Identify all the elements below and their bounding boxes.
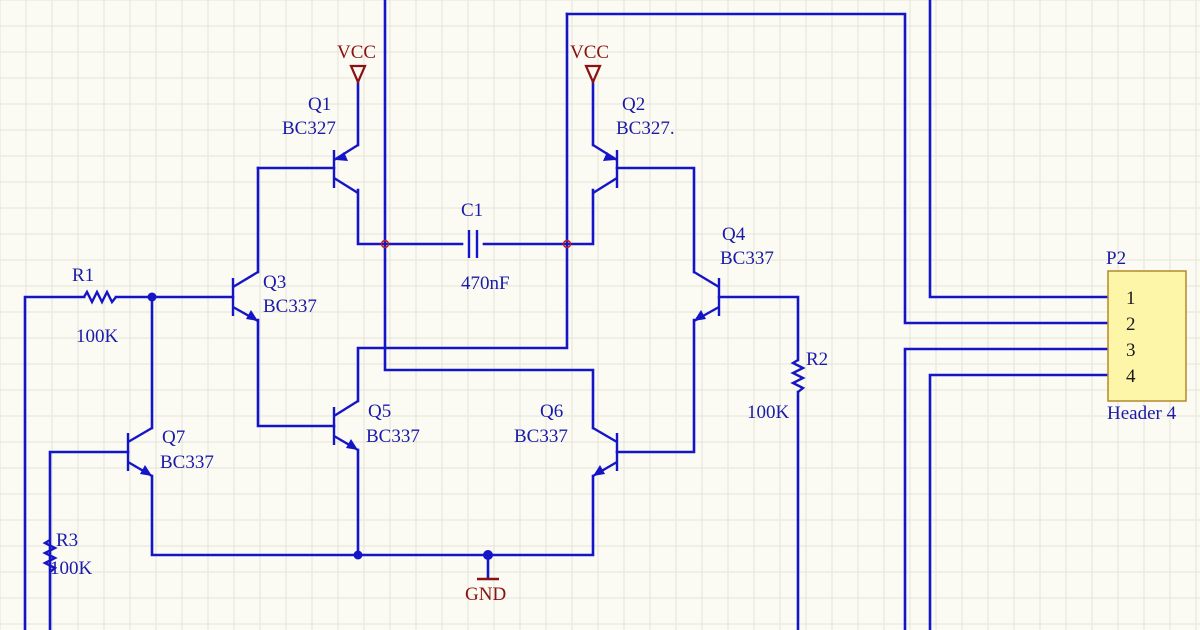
resistor-r3[interactable]: R3 100K: [42, 530, 93, 579]
transistor-q2[interactable]: Q2 BC327.: [592, 94, 675, 195]
p2-pin-3: 3: [1126, 340, 1136, 361]
resistor-r2[interactable]: R2 100K: [747, 349, 828, 423]
transistor-q5[interactable]: Q5 BC337: [332, 399, 420, 452]
wire-net-f: [356, 12, 569, 403]
junction-crossing: [562, 239, 572, 249]
wire-gnd-bus: [150, 474, 595, 557]
junction-crossing: [380, 239, 390, 249]
resistor-r1[interactable]: R1 100K: [72, 265, 119, 347]
q2-value: BC327.: [616, 118, 675, 139]
q1-value: BC327: [282, 118, 336, 139]
p2-ref: P2: [1106, 248, 1126, 269]
wire-net-d: [903, 347, 1110, 630]
wire-q3-emit: [256, 318, 336, 428]
junction-dot: [147, 292, 157, 302]
q2-ref: Q2: [622, 94, 645, 115]
wire-net-e: [928, 373, 1110, 630]
r3-ref: R3: [56, 530, 78, 551]
header-p2[interactable]: P2 1 2 3 4 Header 4: [1106, 248, 1187, 424]
r3-value: 100K: [50, 558, 93, 579]
q3-ref: Q3: [263, 272, 286, 293]
q3-value: BC337: [263, 296, 317, 317]
gnd-label: GND: [465, 584, 506, 605]
wire-q4-base-r2: [717, 295, 800, 362]
wire-net-c: [928, 0, 1110, 299]
transistor-q1[interactable]: Q1 BC327: [282, 94, 359, 195]
transistor-q6[interactable]: Q6 BC337: [514, 401, 619, 478]
p2-pin-1: 1: [1126, 288, 1136, 309]
vcc-label: VCC: [337, 42, 376, 63]
r2-value: 100K: [747, 402, 790, 423]
q4-value: BC337: [720, 248, 774, 269]
p2-pin-4: 4: [1126, 366, 1136, 387]
wire-net-b: [565, 12, 1110, 325]
q4-ref: Q4: [722, 224, 746, 245]
transistor-q3[interactable]: Q3 BC337: [231, 270, 317, 323]
junction-dot: [483, 550, 493, 560]
wire-c1-right: [482, 188, 595, 246]
r1-value: 100K: [76, 326, 119, 347]
wire-q2-base: [615, 166, 696, 274]
wire-q1-c: [356, 188, 464, 246]
vcc-port-2[interactable]: VCC: [570, 42, 609, 85]
wires: [23, 0, 1110, 630]
q6-ref: Q6: [540, 401, 563, 422]
q1-ref: Q1: [308, 94, 331, 115]
capacitor-c1[interactable]: C1 470nF: [461, 200, 510, 294]
r1-ref: R1: [72, 265, 94, 286]
vcc-port-1[interactable]: VCC: [337, 42, 376, 85]
junctions: [147, 239, 572, 560]
vcc-label: VCC: [570, 42, 609, 63]
c1-value: 470nF: [461, 273, 510, 294]
wire-net-a: [383, 0, 595, 430]
q5-ref: Q5: [368, 401, 391, 422]
q6-value: BC337: [514, 426, 568, 447]
wire-r1-left: [23, 295, 86, 630]
p2-value: Header 4: [1107, 403, 1177, 424]
transistor-q4[interactable]: Q4 BC337: [693, 224, 774, 323]
junction-dot: [353, 550, 363, 560]
transistor-q7[interactable]: Q7 BC337: [126, 426, 214, 478]
q7-value: BC337: [160, 452, 214, 473]
gnd-port[interactable]: GND: [465, 577, 506, 605]
r2-ref: R2: [806, 349, 828, 370]
wire-q4-emit: [615, 318, 696, 454]
c1-ref: C1: [461, 200, 483, 221]
q5-value: BC337: [366, 426, 420, 447]
q7-ref: Q7: [162, 427, 185, 448]
p2-pin-2: 2: [1126, 314, 1136, 335]
